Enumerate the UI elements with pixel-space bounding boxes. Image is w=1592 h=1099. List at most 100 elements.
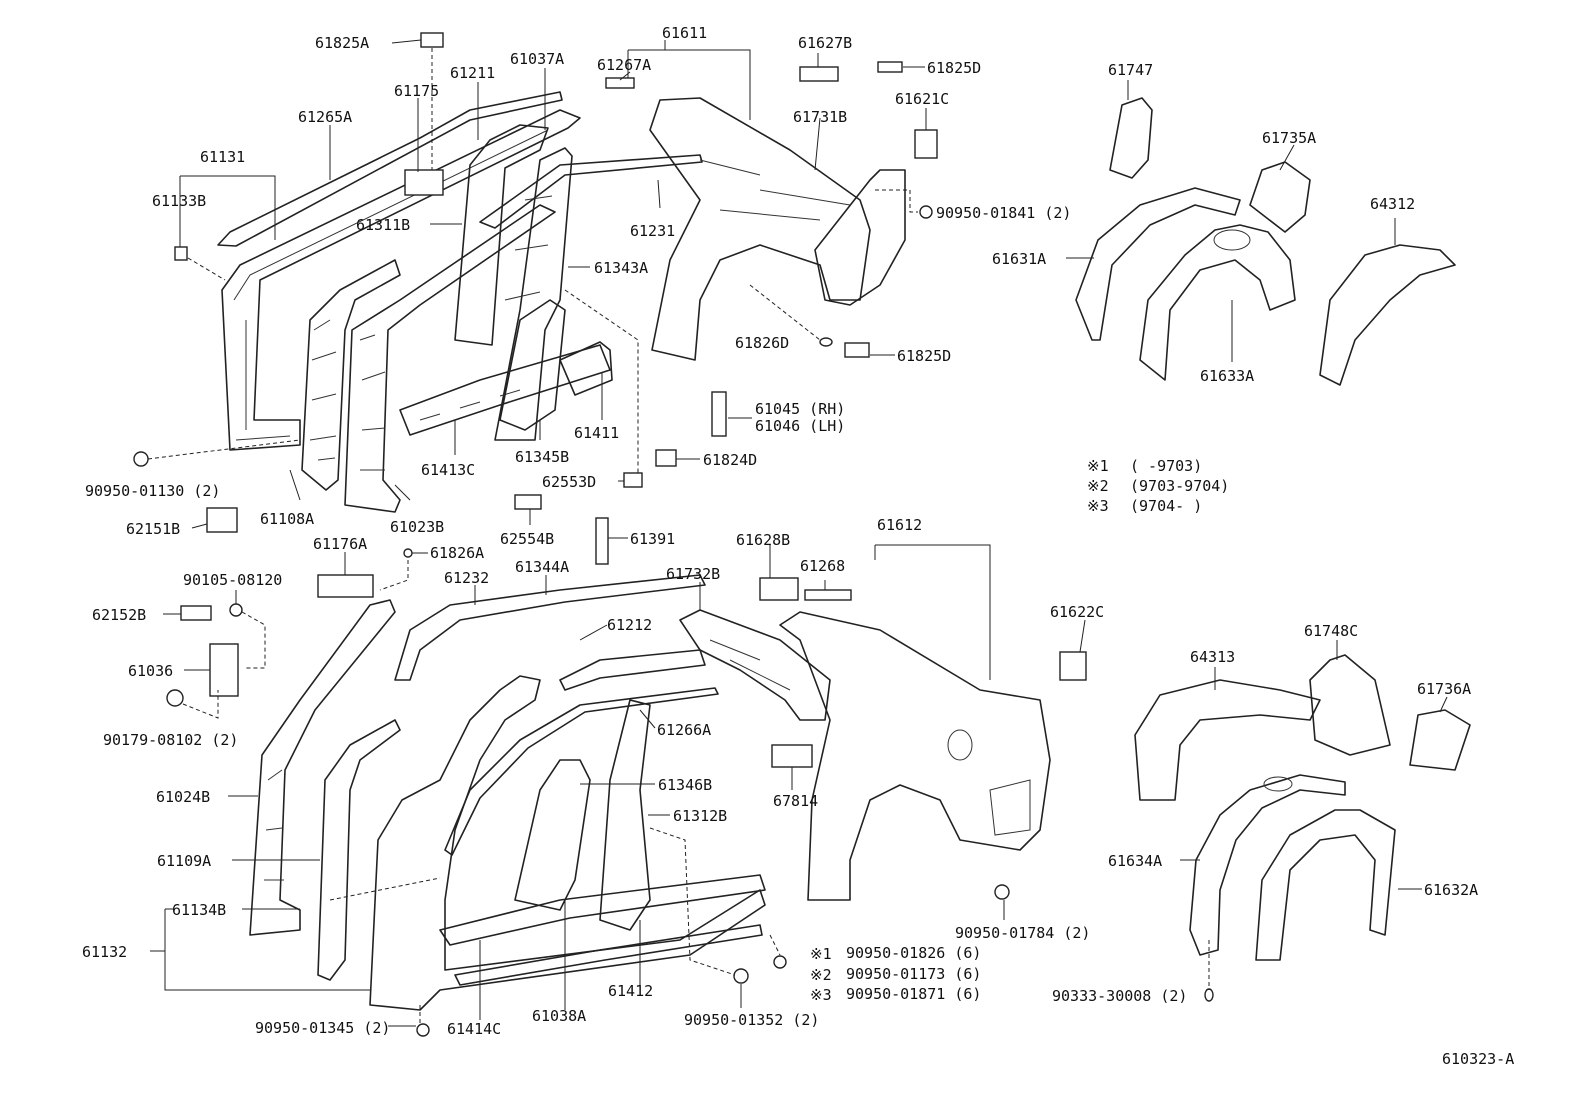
pillar-lower-61345B [499,299,566,431]
part-label: 61175 [394,82,439,100]
front-pillar-61108A [301,259,401,491]
part-label: 61109A [157,852,211,870]
center-pillar-61312B [599,699,651,931]
part-label: 90950-01826 (6) [846,944,981,962]
part-label: 90950-01871 (6) [846,985,981,1003]
wheelhouse-inner-61633A [1139,224,1296,381]
part-label: 61633A [1200,367,1254,385]
part-label: 61211 [450,64,495,82]
rocker-61414C [439,874,766,946]
rocker-61411 [559,341,613,396]
part-label: 61826A [430,544,484,562]
part-label: 61412 [608,982,653,1000]
drip-61266A [444,687,719,856]
bracket-61748C [1309,654,1391,756]
quarter-inner-61732B [679,609,831,721]
part-label: 90950-01841 (2) [936,204,1071,222]
part-label: 61346B [658,776,712,794]
part-label: 61731B [793,108,847,126]
part-label: 61045 (RH) [755,400,845,418]
date-legend: ※1 ( -9703) ※2 (9703-9704) ※3 (9704- ) [1087,457,1229,515]
plug-90950-01826 [773,955,787,969]
part-label: 61344A [515,558,569,576]
part-label: 61414C [447,1020,501,1038]
rocker-inner-61413C [399,344,611,436]
part-label: 61036 [128,662,173,680]
part-label: 64312 [1370,195,1415,213]
bracket-61736A [1409,709,1471,771]
part-label: 61391 [630,530,675,548]
part-label: 90950-01352 (2) [684,1011,819,1029]
legend-mark: ※1 [1087,457,1109,475]
bracket-61747 [1109,97,1153,179]
part-label: 61046 (LH) [755,417,845,435]
bracket-61175 [404,169,444,196]
front-pillar-outer-61024B [249,599,396,936]
pad-62554B [514,494,542,510]
center-pillar-61346B [514,759,591,911]
part-label: 90950-01784 (2) [955,924,1090,942]
side-outer-panel [369,675,766,1011]
roof-rail-61232 [394,574,706,681]
legend-range: ( -9703) [1130,457,1202,475]
part-label: 90950-01173 (6) [846,965,981,983]
part-label: 61622C [1050,603,1104,621]
part-label: 61824D [703,451,757,469]
part-label: 90105-08120 [183,571,282,589]
hinge-61036 [209,643,239,697]
part-label: 61134B [172,901,226,919]
front-pillar-outer-panel [221,109,581,451]
part-label: 61612 [877,516,922,534]
part-label: 61267A [597,56,651,74]
seal-61267A [605,77,635,89]
part-label: 61132 [82,943,127,961]
wheelhouse-outer-61631A [1075,187,1241,341]
nut-90179-08102 [166,689,184,707]
plug-90950-01352 [733,968,749,984]
part-label: 61023B [390,518,444,536]
part-label: 61037A [510,50,564,68]
wheelhouse-outer-61634A [1189,774,1346,956]
part-label: ※2 [810,966,832,984]
part-label: 62553D [542,473,596,491]
bracket-61621C [914,129,938,159]
pad-61824D [655,449,677,467]
pad-61628B [759,577,799,601]
center-pillar-61343A [494,147,573,441]
bracket-61045 [711,391,727,437]
part-label: 61621C [895,90,949,108]
part-label: 90333-30008 (2) [1052,987,1187,1005]
part-label: 61268 [800,557,845,575]
legend-range: (9704- ) [1130,497,1202,515]
part-label: 90950-01130 (2) [85,482,220,500]
leader-lines [147,39,1448,1027]
pillar-61023B [344,204,556,513]
part-label: 61108A [260,510,314,528]
part-label: 61735A [1262,129,1316,147]
part-label: 61634A [1108,852,1162,870]
roof-rail-61212 [559,649,706,691]
part-label: 61736A [1417,680,1471,698]
part-label: 61176A [313,535,367,553]
bracket-61622C [1059,651,1087,681]
bolt-90950-01130 [133,451,149,467]
part-label: 61265A [298,108,352,126]
part-label: ※3 [810,986,832,1004]
plug-90950-01784 [994,884,1010,900]
bracket-61176A [317,574,374,598]
diagram-code: 610323-A [1442,1050,1514,1068]
part-label: 61024B [156,788,210,806]
part-label: 61411 [574,424,619,442]
part-label: 61232 [444,569,489,587]
part-label: 61311B [356,216,410,234]
bolt-90105-08120 [229,603,243,617]
legend-mark: ※3 [1087,497,1109,515]
clip-61825A [420,32,444,48]
part-label: 61632A [1424,881,1478,899]
pad-62151B [206,507,238,533]
quarter-panel-61612 [779,611,1051,901]
part-label: 61611 [662,24,707,42]
seal-61268 [804,589,852,601]
part-label: 61133B [152,192,206,210]
